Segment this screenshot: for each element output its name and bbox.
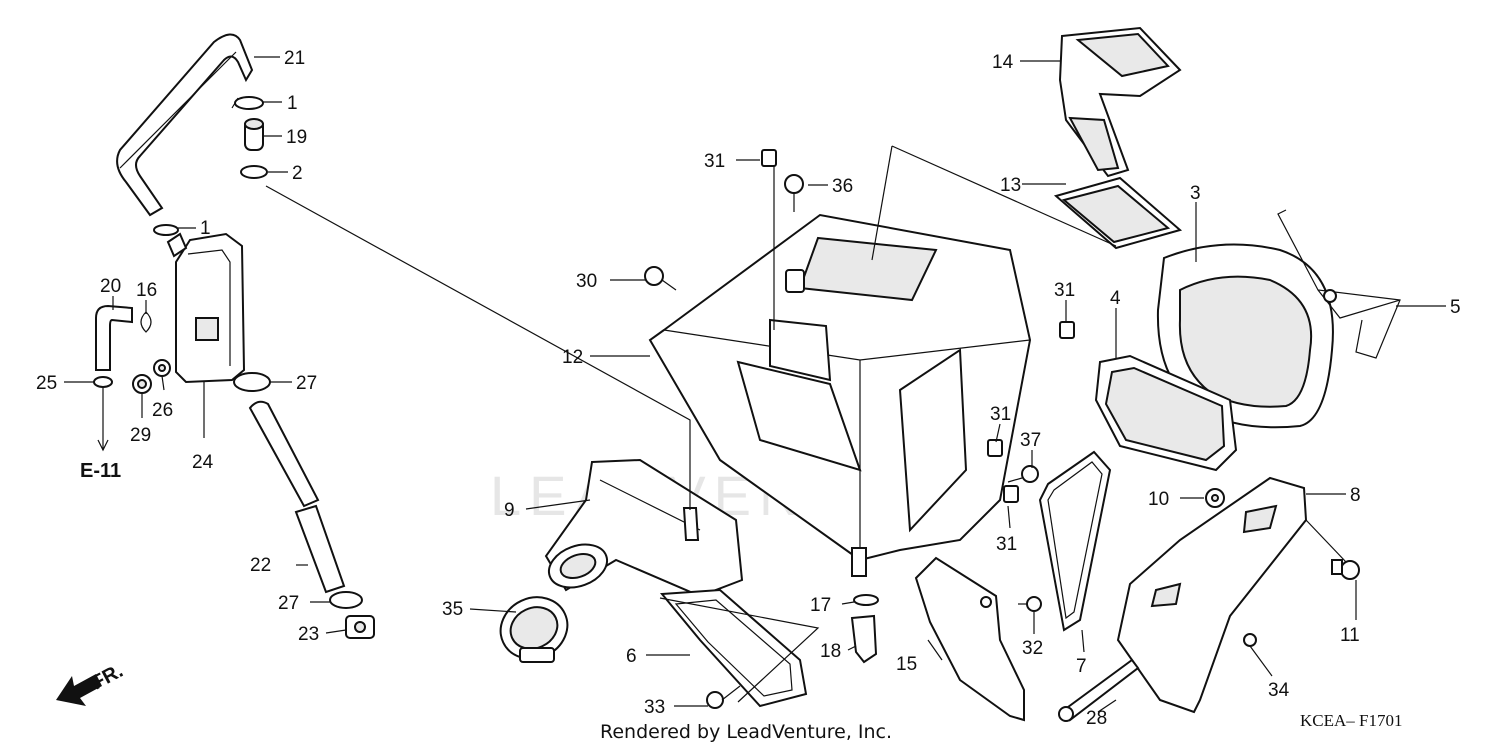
leader-lines — [64, 56, 1446, 713]
label-part-27-lower: 27 — [278, 593, 299, 614]
label-part-15: 15 — [896, 654, 917, 675]
label-part-17: 17 — [810, 595, 831, 616]
clip-nut-31-right[interactable] — [1059, 321, 1075, 339]
tube-20[interactable] — [95, 304, 133, 371]
clip-nut-31-middle[interactable] — [987, 439, 1003, 457]
bolt-32[interactable] — [1018, 596, 1042, 612]
label-part-30: 30 — [576, 271, 597, 292]
label-part-12: 12 — [562, 347, 583, 368]
label-part-6: 6 — [626, 646, 637, 667]
label-part-9: 9 — [504, 500, 515, 521]
label-part-2: 2 — [292, 163, 303, 184]
label-part-37: 37 — [1020, 430, 1041, 451]
label-part-8: 8 — [1350, 485, 1361, 506]
mud-guard-15[interactable] — [914, 556, 1025, 722]
clip-nut-31-top[interactable] — [761, 149, 777, 167]
front-arrow-icon — [56, 674, 102, 706]
label-part-16: 16 — [136, 280, 157, 301]
label-part-34: 34 — [1268, 680, 1290, 701]
label-part-26: 26 — [152, 400, 173, 421]
hose-clip-2[interactable] — [240, 165, 268, 179]
label-part-31-middle: 31 — [990, 404, 1011, 425]
label-part-33: 33 — [644, 697, 665, 718]
label-part-21: 21 — [284, 48, 305, 69]
figure-code: KCEA– F1701 — [1300, 711, 1402, 730]
element-seal-7[interactable] — [1038, 450, 1112, 632]
label-part-27-upper: 27 — [296, 373, 317, 394]
hose-clip-1-top[interactable] — [231, 96, 264, 110]
connecting-tube-9[interactable] — [543, 458, 744, 598]
hose-clamp-27-upper[interactable] — [233, 372, 271, 392]
drain-cap-18[interactable] — [850, 614, 878, 664]
side-cover-8[interactable] — [1116, 476, 1308, 714]
label-part-1-top: 1 — [287, 93, 298, 114]
label-part-28: 28 — [1086, 708, 1107, 729]
nut-34[interactable] — [1243, 633, 1257, 647]
air-cleaner-element-4[interactable] — [1094, 354, 1238, 472]
label-part-23: 23 — [298, 624, 319, 645]
bolt-28[interactable] — [1058, 658, 1140, 722]
label-part-14: 14 — [992, 52, 1014, 73]
element-holder-3[interactable] — [1156, 243, 1334, 429]
label-part-35: 35 — [442, 599, 463, 620]
label-part-22: 22 — [250, 555, 271, 576]
clip-25[interactable] — [93, 376, 113, 388]
label-part-18: 18 — [820, 641, 841, 662]
label-part-4: 4 — [1110, 288, 1121, 309]
label-part-1-lower: 1 — [200, 218, 211, 239]
label-part-13: 13 — [1000, 175, 1021, 196]
label-part-31-top: 31 — [704, 151, 725, 172]
clip-16[interactable] — [140, 311, 152, 333]
grommet-10[interactable] — [1205, 488, 1225, 508]
clip-17[interactable] — [853, 594, 879, 606]
label-part-19: 19 — [286, 127, 307, 148]
joint-19[interactable] — [244, 118, 264, 151]
bolt-37[interactable] — [1007, 465, 1039, 483]
label-part-11: 11 — [1340, 625, 1360, 646]
hose-clip-1-lower[interactable] — [153, 224, 179, 236]
cap-26[interactable] — [153, 359, 171, 377]
hose-clamp-27-lower[interactable] — [329, 591, 363, 609]
drain-tank-24[interactable] — [166, 232, 246, 384]
label-part-20: 20 — [100, 276, 121, 297]
label-part-31-lower: 31 — [996, 534, 1017, 555]
label-part-25: 25 — [36, 373, 57, 394]
bolt-30[interactable] — [644, 266, 677, 291]
label-part-7: 7 — [1076, 656, 1087, 677]
label-part-29: 29 — [130, 425, 151, 446]
label-part-10: 10 — [1148, 489, 1169, 510]
bolt-36[interactable] — [784, 174, 804, 212]
seal-13[interactable] — [1053, 176, 1183, 250]
clip-nut-31-lower[interactable] — [1003, 485, 1019, 503]
bolt-29[interactable] — [132, 374, 152, 394]
drain-hose-22[interactable] — [248, 400, 346, 594]
label-part-24: 24 — [192, 452, 214, 473]
intake-duct-14[interactable] — [1058, 26, 1182, 178]
drain-plug-23[interactable] — [345, 615, 375, 639]
label-part-5: 5 — [1450, 297, 1461, 318]
breather-hose-21[interactable] — [116, 33, 254, 217]
label-part-3: 3 — [1190, 183, 1201, 204]
element-holder-wire-5[interactable] — [1277, 209, 1401, 359]
air-cleaner-case-12[interactable] — [648, 213, 1032, 577]
label-part-36: 36 — [832, 176, 853, 197]
seal-6[interactable] — [659, 588, 808, 708]
clip-11[interactable] — [1331, 559, 1360, 580]
label-part-31-right: 31 — [1054, 280, 1075, 301]
tube-band-35[interactable] — [491, 586, 578, 669]
screw-33[interactable] — [706, 685, 741, 709]
reference-e-11: E-11 — [80, 460, 121, 482]
callout-labels: 21 1 19 2 1 20 16 25 26 29 24 27 E-11 22… — [36, 48, 1461, 729]
credit-text: Rendered by LeadVenture, Inc. — [600, 721, 892, 743]
label-part-32: 32 — [1022, 638, 1043, 659]
